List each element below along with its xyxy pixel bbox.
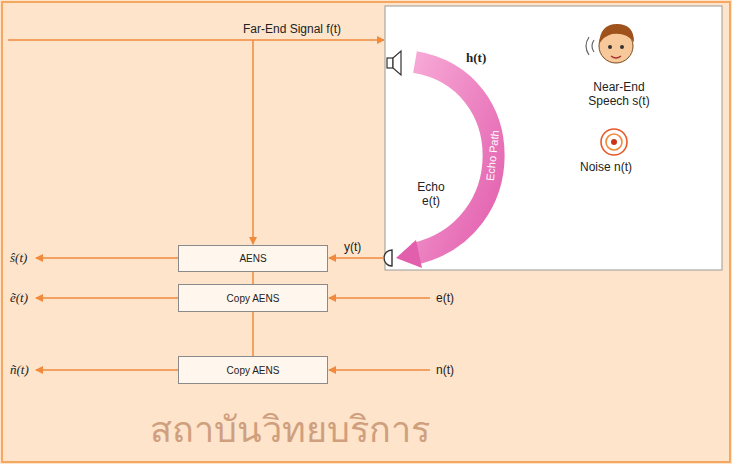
watermark: สถาบันวิทยบริการ [150,408,430,451]
coefficient-link [252,272,254,284]
signal-name: Echo e(t) [414,180,448,209]
speaker-face [586,24,634,63]
source-name: Noise n(t) [580,160,632,174]
room-panel [385,6,722,270]
aens-box: AENS [178,245,328,272]
output-signal: ŝ(t) [10,250,27,266]
source-name: Near-End Speech s(t) [580,80,658,109]
echo-path-head [396,240,422,268]
copy-aens-box: Copy AENS [178,356,328,384]
input-signal: e(t) [436,291,454,305]
signal-name: Far-End Signal f(t) [243,22,341,36]
coefficient-link [252,312,254,356]
signal-wires [8,40,430,370]
speaker-symbol [387,51,401,75]
copy-aens-box: Copy AENS [178,284,328,312]
echo-path-symbol: h(t) [466,50,486,66]
box-label: Copy AENS [227,293,280,304]
output-signal: ẽ(t) [10,290,28,306]
signal-name: y(t) [344,240,361,254]
echo-path-arc [414,62,494,254]
input-signal: n(t) [436,363,454,377]
noise-symbol [601,129,627,155]
microphone-symbol [384,250,392,266]
box-label: AENS [239,253,266,264]
output-signal: ñ(t) [10,362,29,378]
box-label: Copy AENS [227,365,280,376]
